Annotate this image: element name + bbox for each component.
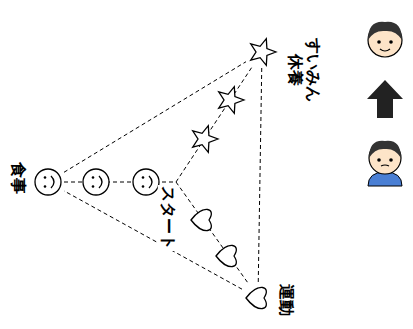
exercise-node: 運動 [242, 282, 274, 314]
child-face [368, 141, 402, 186]
face-symbol [133, 169, 159, 195]
triangle-side [64, 191, 242, 289]
spoke-lines [64, 67, 252, 283]
star-symbol [193, 126, 218, 153]
meal-node: 食事 [32, 166, 64, 198]
start-label: スタート [158, 185, 178, 251]
up-arrow [367, 80, 403, 118]
face-symbol [83, 169, 109, 195]
child-face [368, 22, 402, 57]
triangle-side [258, 68, 261, 282]
rest-node: すいみん 休養 [246, 36, 278, 68]
vertex-label: 食事 [8, 161, 28, 195]
star-symbol [219, 87, 244, 114]
vertex-symbol [242, 282, 274, 314]
vertex-symbol [32, 166, 64, 198]
vertex-label: 運動 [276, 283, 296, 317]
triangle-side [64, 62, 246, 173]
heart-symbol [216, 245, 236, 266]
vertex-label: すいみん 休養 [285, 35, 322, 106]
vertex-symbol [246, 36, 278, 68]
heart-symbol [191, 209, 211, 230]
